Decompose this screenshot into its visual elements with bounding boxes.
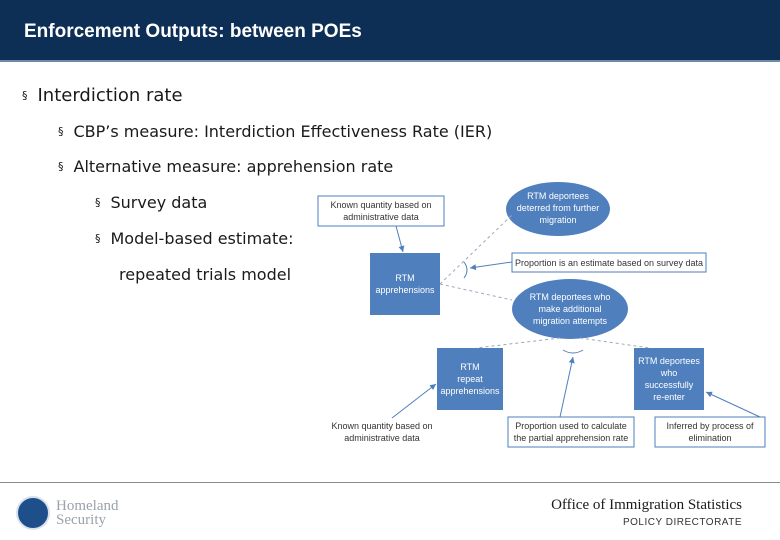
footer-office: Office of Immigration Statistics xyxy=(551,497,742,513)
label-known-bottom-line1: Known quantity based on xyxy=(331,421,433,431)
label-proportion-partial: Proportion used to calculate the partial… xyxy=(508,420,634,444)
link-dashed-3 xyxy=(475,337,561,349)
logo-line1: Homeland xyxy=(56,498,119,514)
label-rtm-reenter-line1: RTM deportees xyxy=(638,356,700,366)
arrow-proportion-survey xyxy=(469,261,513,271)
arrow-inferred xyxy=(705,391,761,418)
label-rtm-additional-line3: migration attempts xyxy=(532,316,608,326)
arrow-known-bottom xyxy=(391,383,437,419)
bullet-model-estimate: § Model-based estimate: xyxy=(95,229,294,248)
bullet-marker: § xyxy=(95,196,101,209)
arrow-proportion-partial xyxy=(559,356,575,418)
label-inferred-line2: elimination xyxy=(688,433,732,443)
label-rtm-deterred-line3: migration xyxy=(539,215,577,225)
label-rtm-additional-line2: make additional xyxy=(538,304,602,314)
label-known-bottom: Known quantity based on administrative d… xyxy=(330,420,434,444)
label-inferred-line1: Inferred by process of xyxy=(666,421,754,431)
bullet-marker: § xyxy=(58,160,64,173)
bullet-marker: § xyxy=(95,232,101,245)
label-rtm-reenter: RTM deportees who successfully re-enter xyxy=(634,355,704,403)
label-rtm-reenter-line3: successfully xyxy=(644,380,694,390)
label-rtm-repeat-line2: repeat xyxy=(457,374,483,384)
label-rtm-apprehensions-line2: apprehensions xyxy=(375,285,435,295)
footer-directorate: POLICY DIRECTORATE xyxy=(622,517,742,528)
label-rtm-repeat-line3: apprehensions xyxy=(440,386,500,396)
label-inferred: Inferred by process of elimination xyxy=(655,420,765,444)
bullet-alternative-measure: § Alternative measure: apprehension rate xyxy=(58,157,393,176)
bullet-text: Interdiction rate xyxy=(37,85,183,106)
label-rtm-reenter-line2: who xyxy=(660,368,678,378)
label-rtm-reenter-line4: re-enter xyxy=(653,392,685,402)
label-known-top-line2: administrative data xyxy=(343,212,419,222)
bullet-model-estimate-continuation: repeated trials model xyxy=(119,265,292,284)
logo-line2: Security xyxy=(56,512,106,528)
link-dashed-4 xyxy=(579,337,651,349)
bullet-text: Alternative measure: apprehension rate xyxy=(73,157,394,176)
bullet-text: Survey data xyxy=(110,193,208,212)
label-rtm-deterred-line2: deterred from further xyxy=(516,203,600,213)
bullet-text: Model-based estimate: xyxy=(110,229,294,248)
label-rtm-deterred-line1: RTM deportees xyxy=(527,191,589,201)
label-rtm-repeat: RTM repeat apprehensions xyxy=(437,361,503,397)
label-proportion-survey: Proportion is an estimate based on surve… xyxy=(514,258,704,268)
dhs-seal-icon xyxy=(16,496,50,530)
bullet-marker: § xyxy=(22,89,28,102)
label-proportion-partial-line1: Proportion used to calculate xyxy=(515,421,627,431)
bullet-text: CBP’s measure: Interdiction Effectivenes… xyxy=(73,122,493,141)
label-rtm-apprehensions-line1: RTM xyxy=(395,273,415,283)
link-dashed-1 xyxy=(439,214,513,285)
label-known-top-line1: Known quantity based on xyxy=(330,200,432,210)
label-known-top: Known quantity based on administrative d… xyxy=(318,199,444,223)
label-rtm-repeat-line1: RTM xyxy=(460,362,480,372)
label-known-bottom-line2: administrative data xyxy=(344,433,420,443)
bullet-cbp-measure: § CBP’s measure: Interdiction Effectivene… xyxy=(58,122,492,141)
curve-survey xyxy=(463,261,468,279)
bullet-interdiction-rate: § Interdiction rate xyxy=(22,85,183,106)
label-rtm-apprehensions: RTM apprehensions xyxy=(370,272,440,296)
arrow-known-top xyxy=(395,225,405,253)
title-bar: Enforcement Outputs: between POEs xyxy=(0,0,780,62)
label-rtm-additional: RTM deportees who make additional migrat… xyxy=(512,291,628,327)
label-rtm-deterred: RTM deportees deterred from further migr… xyxy=(506,190,610,226)
label-rtm-additional-line1: RTM deportees who xyxy=(529,292,611,302)
link-dashed-2 xyxy=(439,283,513,301)
bullet-marker: § xyxy=(58,125,64,138)
curve-partial xyxy=(562,349,584,354)
footer-rule xyxy=(0,482,780,483)
bullet-survey-data: § Survey data xyxy=(95,193,207,212)
slide-title: Enforcement Outputs: between POEs xyxy=(24,21,362,42)
label-proportion-partial-line2: the partial apprehension rate xyxy=(513,433,629,443)
